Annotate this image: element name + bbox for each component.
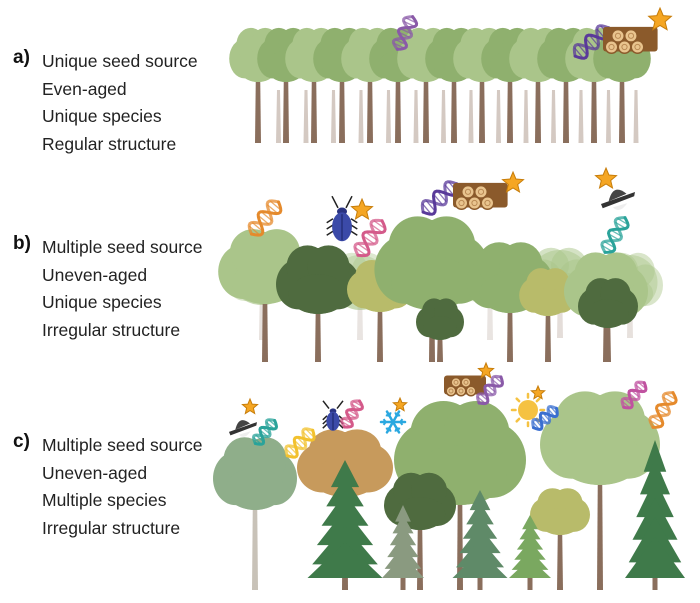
panel-c-tree-small <box>530 488 590 590</box>
panel-b-tree <box>416 298 465 362</box>
dna-icon <box>353 218 387 258</box>
panel-b-tree <box>578 278 638 362</box>
panel-b-label: b) <box>13 233 31 254</box>
star-icon <box>647 6 673 31</box>
panel-b-line-3: Unique species <box>42 292 162 312</box>
panel-c-illustration <box>213 391 685 590</box>
panel-c-label: c) <box>13 431 30 452</box>
star-icon <box>477 361 495 379</box>
panel-b-tree <box>519 268 577 362</box>
panel-c-line-3: Multiple species <box>42 490 167 510</box>
beetle-icon <box>326 195 358 242</box>
panel-c-line-4: Irregular structure <box>42 517 181 538</box>
dna-icon <box>284 427 316 459</box>
panel-a-illustration <box>229 27 651 144</box>
star-icon <box>530 384 546 400</box>
panel-a-line-1: Unique seed source <box>42 51 198 71</box>
panel-b-tree <box>276 245 360 362</box>
dna-icon <box>391 15 419 51</box>
dna-icon <box>251 418 279 446</box>
panel-c-tree-oak <box>394 401 526 590</box>
panel-c-conifer <box>382 505 424 590</box>
panel-c-line-2: Uneven-aged <box>42 462 148 483</box>
star-icon <box>350 197 374 220</box>
panel-c-conifer <box>452 490 508 590</box>
panel-c-conifer <box>307 460 383 590</box>
logs-icon <box>444 375 486 397</box>
panel-c-line-1: Multiple seed source <box>42 435 203 455</box>
panel-a-label: a) <box>13 47 30 68</box>
snowflake-icon <box>379 410 407 434</box>
panel-c-conifer <box>509 515 551 590</box>
dna-icon <box>531 404 559 432</box>
panel-c-description: Multiple seed source Uneven-aged Multipl… <box>42 432 203 542</box>
dna-icon <box>476 374 504 406</box>
panel-c-tree-large <box>540 391 660 590</box>
panel-c-tree-birch <box>213 437 297 590</box>
star-icon <box>241 397 259 415</box>
panel-c-conifer <box>625 440 685 590</box>
panel-b-line-4: Irregular structure <box>42 319 181 340</box>
panel-a-line-2: Even-aged <box>42 78 127 99</box>
dna-icon <box>247 199 283 237</box>
star-icon <box>501 170 525 193</box>
dna-icon <box>648 391 678 429</box>
panel-b-description: Multiple seed source Uneven-aged Unique … <box>42 234 203 344</box>
panel-a-line-4: Regular structure <box>42 133 177 154</box>
dna-icon <box>600 216 630 254</box>
panel-b-tree <box>218 229 312 362</box>
panel-a-line-3: Unique species <box>42 106 162 126</box>
beetle-icon <box>322 400 344 431</box>
sun-icon <box>510 392 546 428</box>
dna-icon <box>620 380 648 410</box>
logs-icon <box>603 26 658 54</box>
panel-b-line-1: Multiple seed source <box>42 237 203 257</box>
panel-b-illustration <box>218 216 664 362</box>
icon-layer <box>229 6 678 459</box>
star-icon <box>392 396 408 412</box>
panel-a-description: Unique seed source Even-aged Unique spec… <box>42 48 198 158</box>
hat-icon <box>229 420 257 437</box>
hat-icon <box>601 189 635 210</box>
dna-icon <box>340 399 364 429</box>
panel-b-line-2: Uneven-aged <box>42 264 148 285</box>
logs-icon <box>453 182 508 210</box>
star-icon <box>594 166 618 189</box>
